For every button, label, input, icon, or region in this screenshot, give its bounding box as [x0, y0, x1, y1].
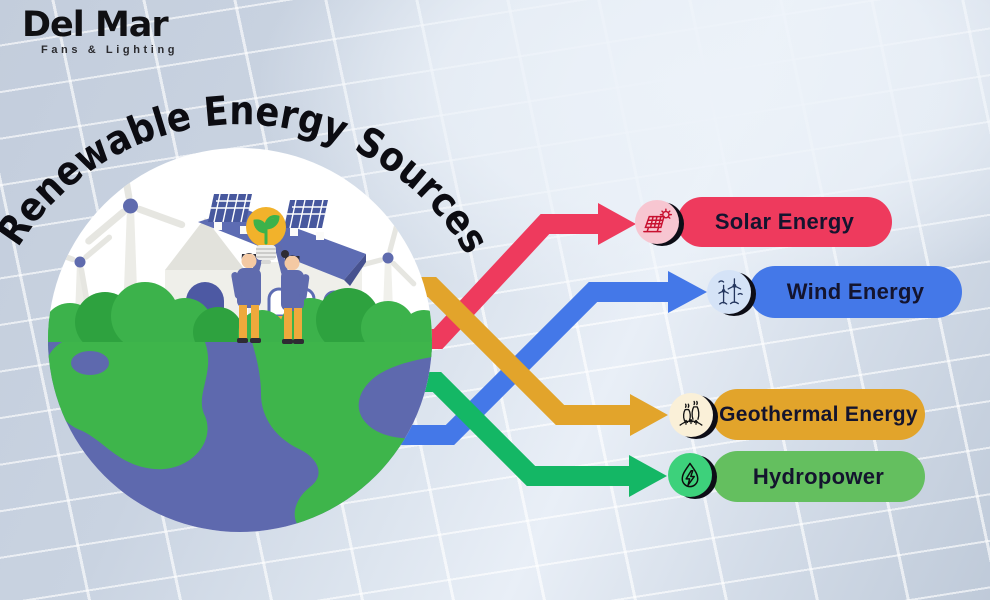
wind-badge [707, 270, 751, 314]
globe-illustration [48, 148, 432, 532]
water-drop-bolt-icon [681, 462, 699, 488]
person-right [274, 244, 310, 344]
geothermal-plant-icon [679, 400, 703, 426]
pill-label: Wind Energy [786, 279, 925, 304]
hydropower-badge [668, 453, 712, 497]
brand-name: Del Mar [22, 5, 169, 45]
delmar-logo: Del Mar Fans & Lighting [22, 6, 178, 56]
wind-turbines-icon [718, 278, 743, 305]
geothermal-badge [669, 393, 713, 437]
wind-energy-pill: Wind Energy [707, 266, 962, 318]
people [231, 244, 310, 344]
pill-label: Hydropower [752, 463, 885, 489]
pill-label: Geothermal Energy [719, 402, 918, 426]
hydropower-pill: Hydropower [668, 451, 925, 502]
continent-left [48, 342, 209, 470]
solar-panel-sun-icon [643, 208, 673, 233]
brand-tagline: Fans & Lighting [41, 43, 179, 56]
rooftop-solar-panels [208, 193, 328, 240]
geothermal-energy-pill: Geothermal Energy [669, 389, 925, 440]
solar-energy-pill: Solar Energy [635, 197, 892, 247]
eco-house [165, 193, 366, 344]
solar-badge [635, 200, 679, 244]
pill-label: Solar Energy [714, 209, 855, 234]
light-bulb-sprout [246, 207, 286, 264]
earth-globe [48, 342, 432, 532]
